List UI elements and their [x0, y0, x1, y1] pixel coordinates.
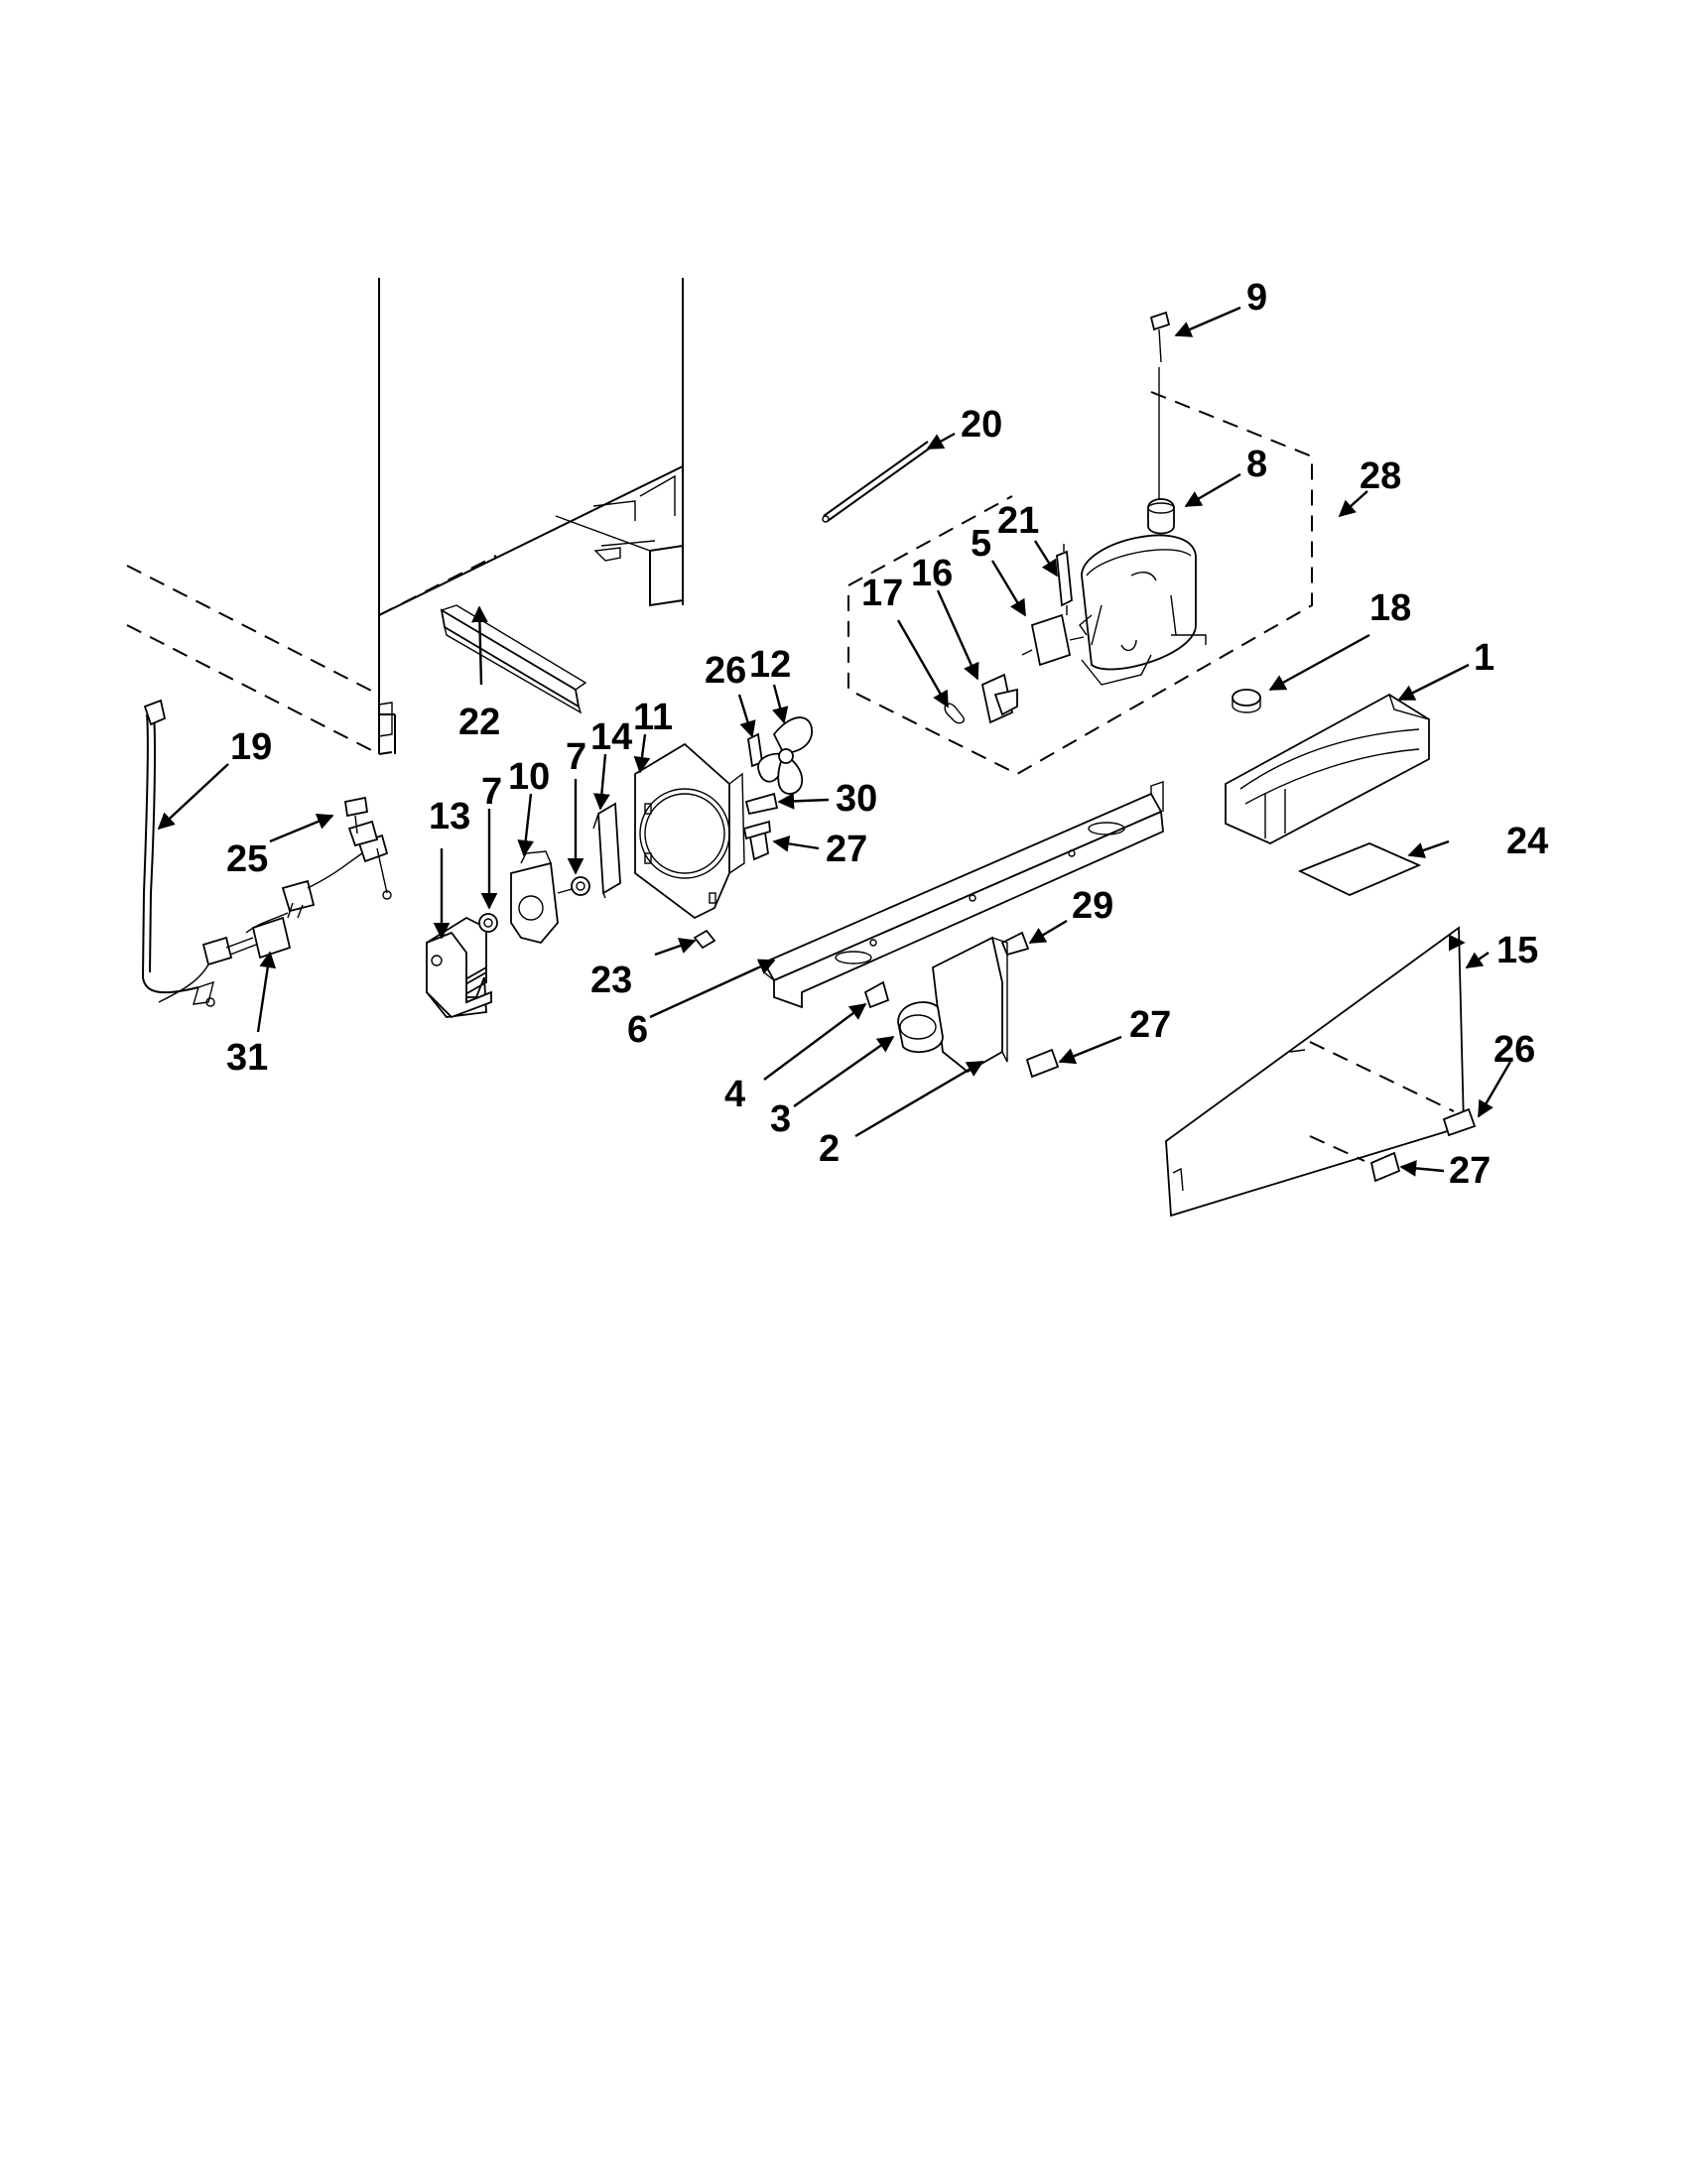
part-27-screw-fan	[742, 820, 771, 861]
label-part-5: 5	[971, 523, 991, 565]
part-24-pad	[1297, 842, 1422, 896]
part-7-grommet-a	[478, 913, 498, 933]
label-part-6: 6	[627, 1009, 648, 1051]
part-20-tube	[822, 441, 933, 523]
part-29-screw	[1000, 931, 1030, 957]
label-part-30: 30	[836, 778, 877, 820]
part-11-fan-shroud	[634, 742, 745, 920]
label-part-14: 14	[590, 716, 632, 758]
label-part-13: 13	[429, 796, 470, 837]
label-part-28: 28	[1360, 455, 1401, 497]
label-part-22: 22	[458, 702, 500, 743]
label-part-1: 1	[1474, 637, 1494, 679]
part-5-overload	[1021, 613, 1085, 667]
label-part-16: 16	[911, 553, 953, 594]
part-25-screw	[343, 796, 369, 835]
label-part-25: 25	[226, 838, 268, 880]
part-9-bolt	[1149, 311, 1171, 501]
part-13-bracket	[426, 916, 492, 1019]
part-21-capillary	[1056, 544, 1073, 615]
part-7-grommet-b	[571, 876, 590, 896]
part-6-base-rail	[762, 781, 1164, 1009]
label-part-26-panel: 26	[1493, 1029, 1535, 1071]
part-3-capacitor	[897, 1001, 944, 1054]
part-19-wire-harness	[141, 699, 214, 1005]
label-part-27-bracket: 27	[1129, 1004, 1171, 1046]
part-8-grommet	[1147, 498, 1175, 535]
part-1-drain-pan	[1225, 693, 1430, 845]
label-part-27-panel: 27	[1449, 1150, 1491, 1192]
part-23-clip	[693, 929, 716, 950]
part-4-screw	[863, 980, 890, 1009]
label-part-12: 12	[749, 644, 791, 686]
part-2-bracket	[932, 936, 1008, 1074]
label-part-15: 15	[1496, 930, 1538, 971]
part-15-rear-panel	[1165, 926, 1465, 1218]
part-28-compressor-group-outline	[847, 391, 1313, 776]
label-part-7-right: 7	[566, 736, 586, 778]
compressor	[1079, 534, 1207, 686]
label-part-26-fan: 26	[705, 650, 746, 692]
part-labels: 9 20 8 28 21 5 17 16 18 1 24 15 26 27 22…	[226, 277, 1548, 1192]
label-part-31: 31	[226, 1037, 268, 1079]
part-27-screw-panel	[1369, 1151, 1401, 1183]
label-part-17: 17	[861, 573, 903, 614]
part-14-bracket	[592, 802, 621, 899]
part-26-screw-panel	[1442, 1107, 1477, 1137]
label-part-11: 11	[633, 697, 673, 738]
label-part-3: 3	[770, 1098, 791, 1140]
label-part-21: 21	[997, 500, 1039, 542]
cabinet-outline	[126, 278, 684, 755]
label-part-2: 2	[819, 1128, 840, 1170]
part-12-fan-blade	[757, 716, 813, 795]
label-part-23: 23	[590, 960, 632, 1001]
label-part-7-left: 7	[481, 771, 502, 813]
label-part-9: 9	[1246, 277, 1267, 319]
label-part-20: 20	[961, 404, 1002, 446]
part-30-screw	[744, 792, 779, 816]
part-18-grommet	[1232, 689, 1261, 713]
part-31-harness-relay	[158, 820, 392, 1007]
part-16-relay	[980, 673, 1018, 724]
part-10-motor	[510, 850, 577, 945]
part-27-screw-bracket	[1025, 1048, 1060, 1079]
leader-arrows	[157, 306, 1512, 1177]
part-22-channel	[440, 604, 587, 714]
part-17-clip	[944, 703, 965, 724]
label-part-10: 10	[508, 756, 550, 798]
label-part-19: 19	[230, 726, 272, 768]
label-part-8: 8	[1246, 444, 1267, 485]
label-part-24: 24	[1506, 821, 1548, 862]
label-part-4: 4	[724, 1074, 745, 1115]
label-part-27-fan: 27	[826, 829, 867, 870]
label-part-18: 18	[1369, 587, 1411, 629]
label-part-29: 29	[1072, 885, 1113, 927]
